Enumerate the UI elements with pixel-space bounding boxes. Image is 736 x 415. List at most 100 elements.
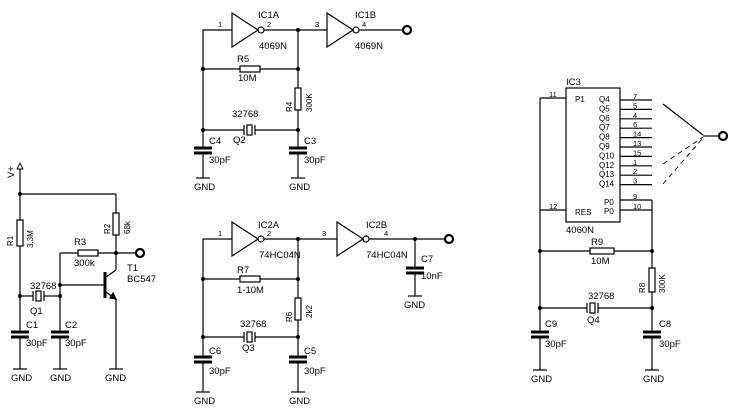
r5-resistor: R5 10M bbox=[203, 54, 298, 84]
ic3-output-pin-number: 7 bbox=[633, 92, 637, 101]
svg-text:3: 3 bbox=[322, 229, 326, 238]
svg-text:32768: 32768 bbox=[30, 281, 56, 292]
svg-text:9: 9 bbox=[633, 192, 637, 201]
svg-text:10nF: 10nF bbox=[421, 271, 443, 282]
svg-text:2: 2 bbox=[267, 229, 271, 238]
svg-text:GND: GND bbox=[643, 374, 664, 385]
ic3-output-label: Q13 bbox=[599, 170, 615, 179]
svg-text:C4: C4 bbox=[209, 136, 221, 147]
svg-text:C7: C7 bbox=[421, 254, 433, 265]
output-terminal bbox=[443, 233, 455, 245]
q3-crystal: 32768 Q3 bbox=[203, 319, 298, 354]
svg-text:68k: 68k bbox=[123, 220, 132, 234]
svg-text:10M: 10M bbox=[238, 73, 257, 84]
output-terminal bbox=[401, 24, 413, 36]
q4-crystal: 32768 Q4 bbox=[540, 291, 652, 326]
svg-text:T1: T1 bbox=[127, 263, 138, 274]
svg-text:32768: 32768 bbox=[232, 109, 258, 120]
ic3-output-label: Q14 bbox=[599, 180, 615, 189]
ic3-output-pin-number: 15 bbox=[633, 148, 641, 157]
r3-resistor: R3 300k bbox=[60, 237, 116, 269]
svg-text:GND: GND bbox=[404, 300, 425, 311]
ic1a-inverter: IC1A 4069N 1 2 bbox=[218, 10, 287, 52]
svg-text:4069N: 4069N bbox=[355, 41, 383, 52]
svg-text:R4: R4 bbox=[285, 101, 294, 112]
r1-resistor: R1 3.3M bbox=[6, 194, 35, 296]
svg-text:2: 2 bbox=[267, 20, 271, 29]
svg-text:R2: R2 bbox=[103, 223, 112, 234]
c5-capacitor: C5 30pF GND bbox=[289, 337, 326, 407]
svg-text:11: 11 bbox=[549, 90, 557, 99]
r9-resistor: R9 10M bbox=[540, 237, 652, 267]
c9-capacitor: C9 30pF GND bbox=[531, 308, 567, 385]
ic3-output-pin-number: 2 bbox=[633, 167, 637, 176]
svg-text:32768: 32768 bbox=[240, 319, 266, 330]
ic3-output-label: Q7 bbox=[599, 123, 610, 132]
output-terminal bbox=[134, 247, 146, 259]
r8-resistor: R8 300K bbox=[638, 251, 667, 308]
c4-capacitor: C4 30pF GND bbox=[194, 130, 231, 193]
svg-text:IC1B: IC1B bbox=[355, 10, 376, 21]
svg-text:30pF: 30pF bbox=[26, 338, 48, 349]
ic3-output-label: Q10 bbox=[599, 151, 615, 160]
circuit-4069-oscillator: IC1A 4069N 1 2 IC1B 4069N 3 4 R5 10M bbox=[194, 10, 413, 193]
svg-text:Q4: Q4 bbox=[587, 315, 600, 326]
svg-text:GND: GND bbox=[105, 373, 126, 384]
ic3-output-label: Q6 bbox=[599, 114, 610, 123]
q2-crystal: 32768 Q2 bbox=[203, 109, 298, 146]
svg-text:10M: 10M bbox=[591, 256, 610, 267]
svg-text:C8: C8 bbox=[659, 319, 671, 330]
svg-text:GND: GND bbox=[50, 373, 71, 384]
svg-text:30pF: 30pF bbox=[209, 366, 231, 377]
svg-text:C9: C9 bbox=[545, 319, 557, 330]
c8-capacitor: C8 30pF GND bbox=[643, 308, 681, 385]
ic3-output-pin-number: 6 bbox=[633, 120, 637, 129]
ic3-output-label: Q9 bbox=[599, 142, 610, 151]
r2-resistor: R2 68k bbox=[103, 194, 132, 253]
svg-text:300K: 300K bbox=[658, 274, 667, 293]
svg-text:12: 12 bbox=[549, 202, 557, 211]
svg-text:P1: P1 bbox=[575, 95, 585, 104]
svg-text:4060N: 4060N bbox=[566, 225, 594, 236]
svg-text:GND: GND bbox=[11, 373, 32, 384]
output-terminal bbox=[717, 130, 729, 142]
svg-text:Q1: Q1 bbox=[30, 306, 43, 317]
svg-text:300K: 300K bbox=[305, 93, 314, 112]
svg-text:IC2A: IC2A bbox=[258, 220, 280, 231]
c6-capacitor: C6 30pF GND bbox=[194, 337, 231, 407]
r6-resistor: R6 2k2 bbox=[285, 279, 314, 337]
svg-text:R8: R8 bbox=[638, 282, 647, 293]
svg-text:10: 10 bbox=[633, 202, 641, 211]
supply-symbol: V+ bbox=[6, 161, 24, 194]
svg-text:R3: R3 bbox=[74, 237, 86, 248]
svg-text:IC2B: IC2B bbox=[366, 220, 387, 231]
ic3-output-label: Q8 bbox=[599, 133, 610, 142]
svg-text:P0: P0 bbox=[604, 207, 614, 216]
circuit-74hc04-oscillator: IC2A 74HC04N 1 2 IC2B 74HC04N 3 4 C7 10n… bbox=[194, 220, 455, 407]
svg-text:GND: GND bbox=[194, 182, 215, 193]
svg-text:3.3M: 3.3M bbox=[26, 230, 35, 248]
svg-text:GND: GND bbox=[194, 396, 215, 407]
ic3-output-pin-number: 3 bbox=[633, 177, 637, 186]
svg-text:3: 3 bbox=[315, 20, 319, 29]
svg-text:GND: GND bbox=[289, 396, 310, 407]
svg-text:4: 4 bbox=[362, 20, 366, 29]
svg-text:R1: R1 bbox=[6, 235, 15, 246]
c7-capacitor: C7 10nF GND bbox=[404, 239, 443, 311]
svg-text:74HC04N: 74HC04N bbox=[259, 250, 301, 261]
ic2a-inverter: IC2A 74HC04N 1 2 bbox=[218, 220, 301, 261]
ic3-output-label: Q12 bbox=[599, 161, 615, 170]
svg-text:300k: 300k bbox=[74, 258, 95, 269]
svg-text:C2: C2 bbox=[65, 320, 77, 331]
output-selector bbox=[662, 103, 729, 185]
svg-text:IC1A: IC1A bbox=[258, 10, 280, 21]
q1-crystal: 32768 Q1 bbox=[20, 281, 60, 317]
svg-text:1: 1 bbox=[218, 229, 222, 238]
svg-text:30pF: 30pF bbox=[209, 155, 231, 166]
svg-text:4: 4 bbox=[384, 229, 388, 238]
c3-capacitor: C3 30pF GND bbox=[289, 130, 326, 193]
svg-text:C3: C3 bbox=[304, 136, 316, 147]
